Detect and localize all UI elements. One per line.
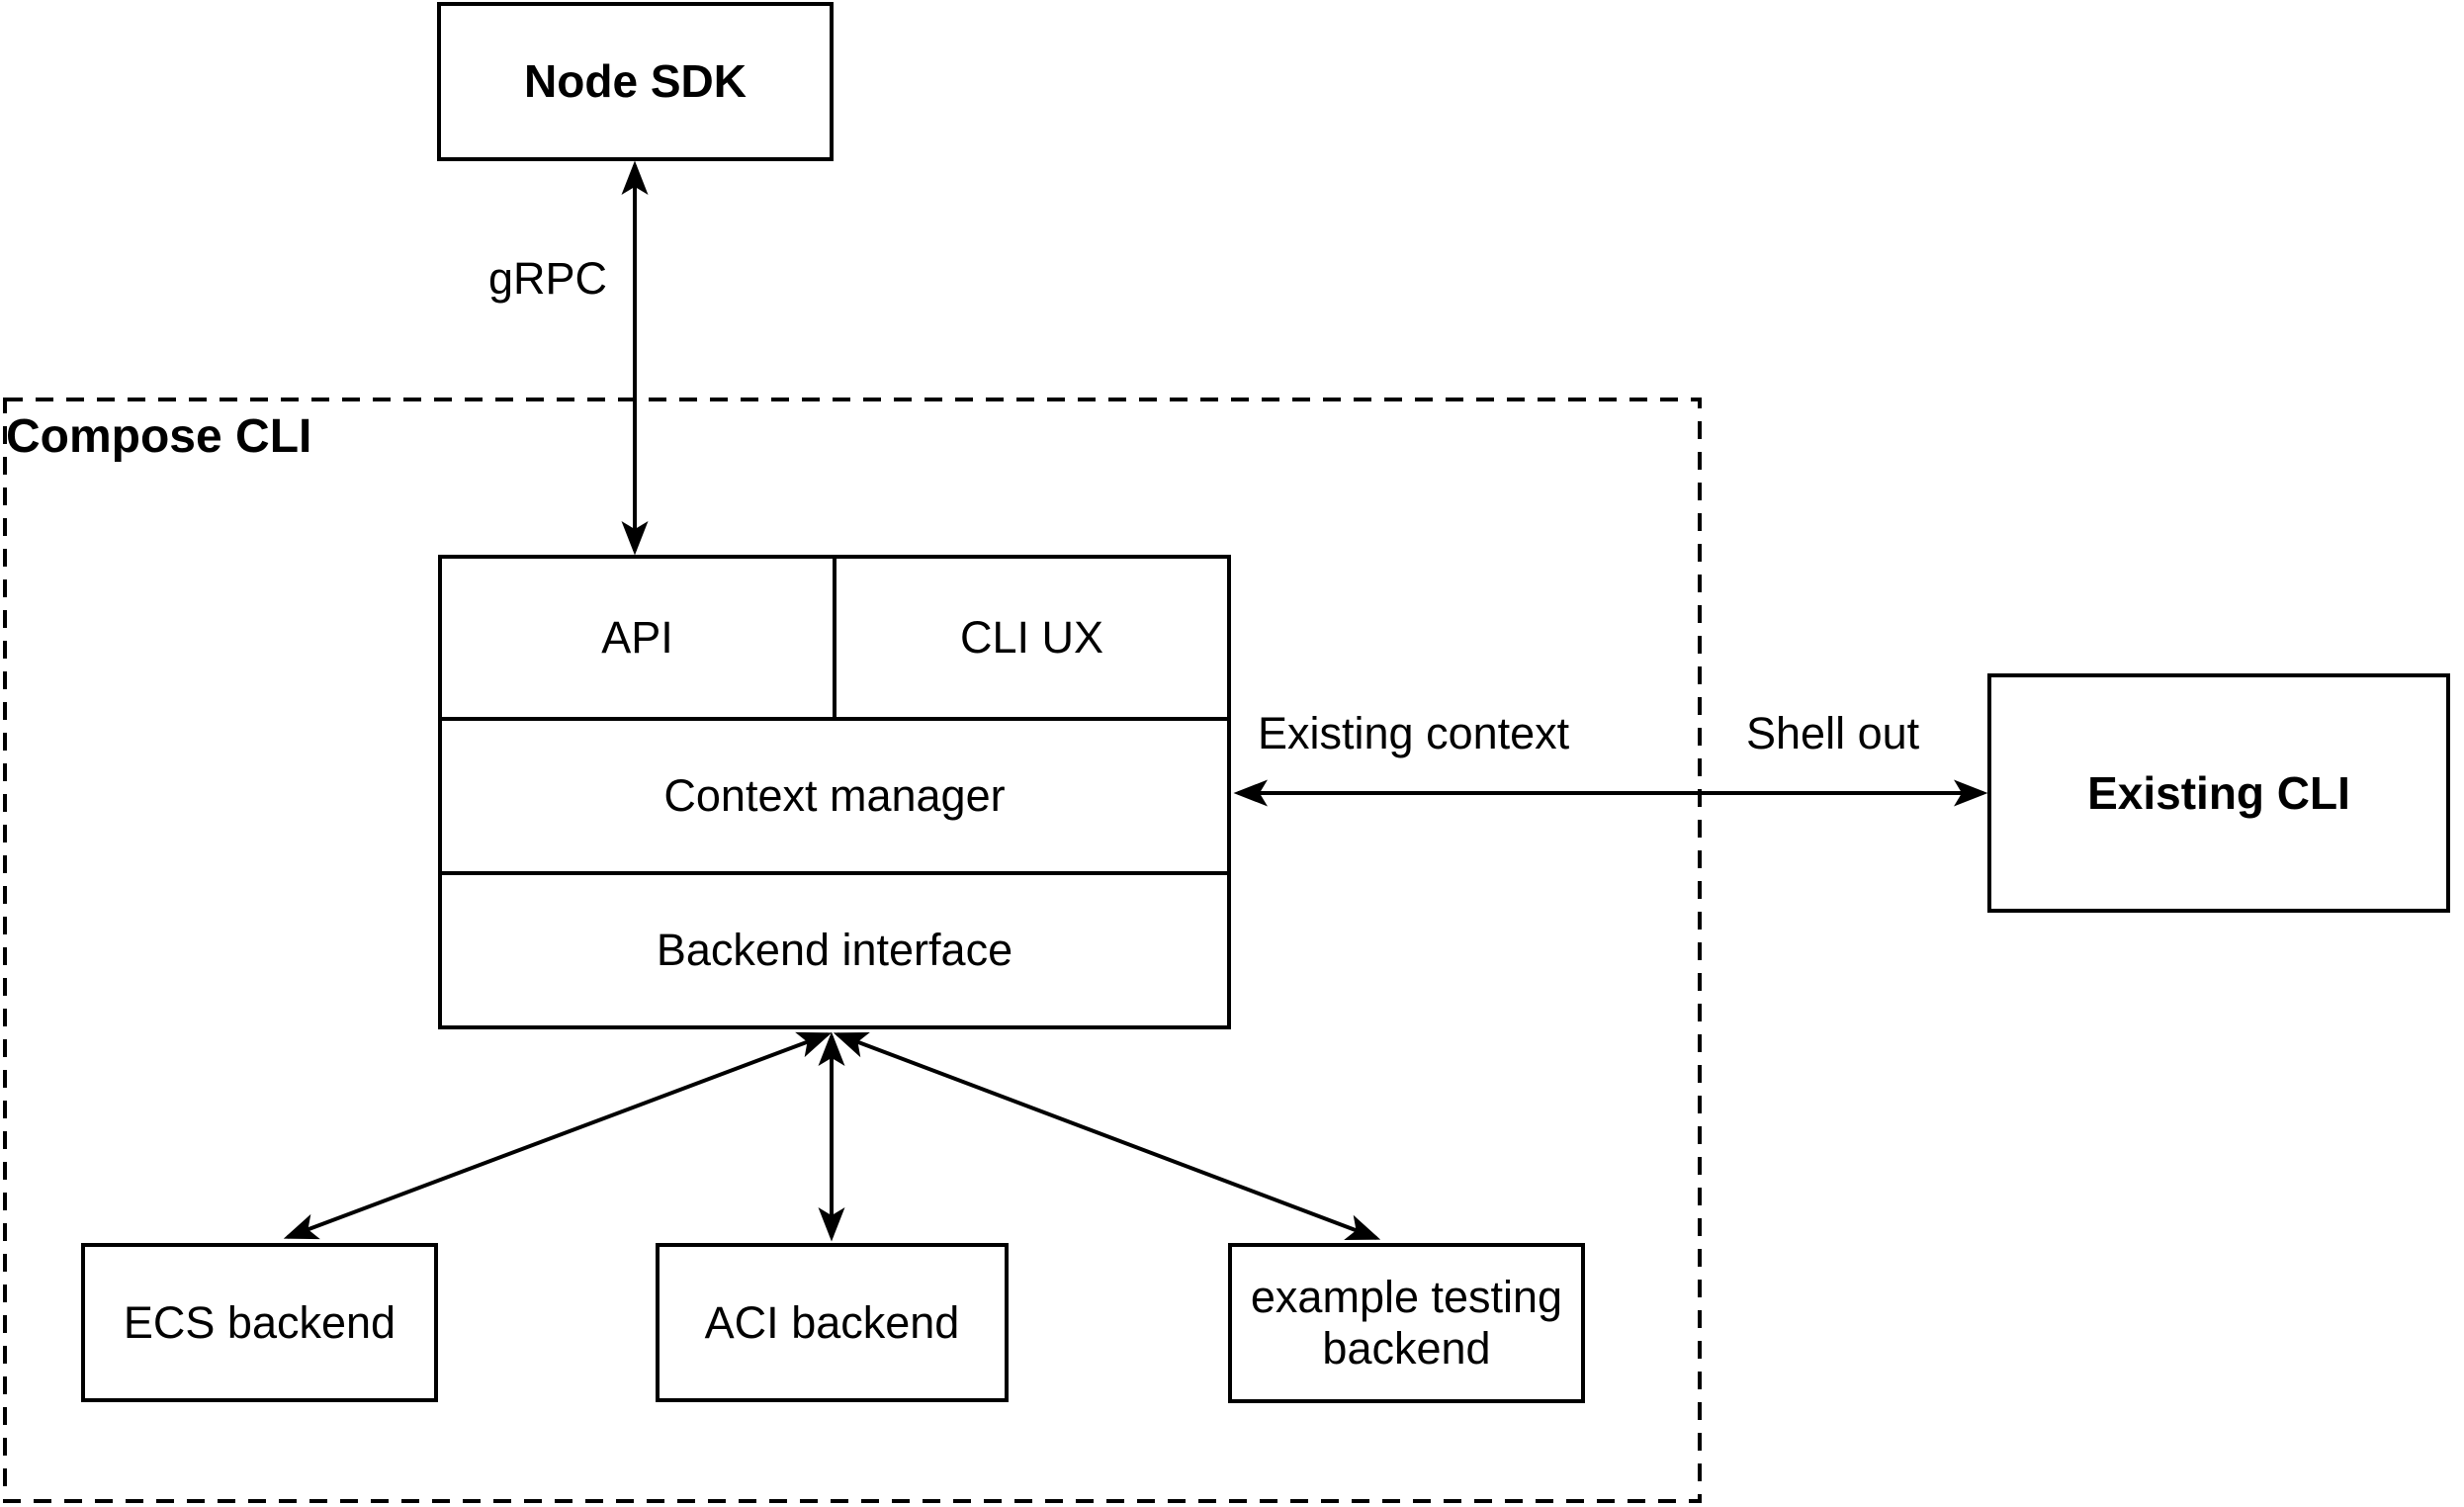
backend-example-connector-arrow <box>833 1031 1381 1241</box>
compose-cli-core-box: API CLI UX Context manager Backend inter… <box>438 555 1231 1029</box>
ecs-backend-box: ECS backend <box>81 1243 438 1402</box>
existing-cli-label: Existing CLI <box>2087 766 2350 819</box>
context-manager-box: Context manager <box>442 717 1227 871</box>
aci-backend-label: ACI backend <box>704 1296 960 1348</box>
existing-context-edge-label: Existing context <box>1258 708 1570 758</box>
ecs-backend-label: ECS backend <box>123 1296 396 1348</box>
backend-interface-box: Backend interface <box>442 871 1227 1025</box>
node-sdk-label: Node SDK <box>524 55 747 108</box>
context-manager-label: Context manager <box>663 770 1006 821</box>
backend-interface-label: Backend interface <box>656 925 1013 975</box>
backend-ecs-connector-arrow <box>283 1031 833 1240</box>
aci-backend-box: ACI backend <box>656 1243 1009 1402</box>
api-cliux-row: API CLI UX <box>442 559 1227 717</box>
example-testing-backend-box: example testing backend <box>1228 1243 1585 1403</box>
shell-out-edge-label: Shell out <box>1746 708 1920 758</box>
grpc-edge-label: gRPC <box>488 253 608 304</box>
node-sdk-box: Node SDK <box>437 2 834 161</box>
cli-ux-label: CLI UX <box>959 612 1104 663</box>
existing-cli-box: Existing CLI <box>1987 673 2450 913</box>
example-testing-backend-label: example testing backend <box>1250 1272 1563 1374</box>
cli-ux-box: CLI UX <box>836 559 1227 717</box>
api-box: API <box>442 559 836 717</box>
api-label: API <box>601 612 673 663</box>
compose-cli-group-label: Compose CLI <box>6 410 312 463</box>
